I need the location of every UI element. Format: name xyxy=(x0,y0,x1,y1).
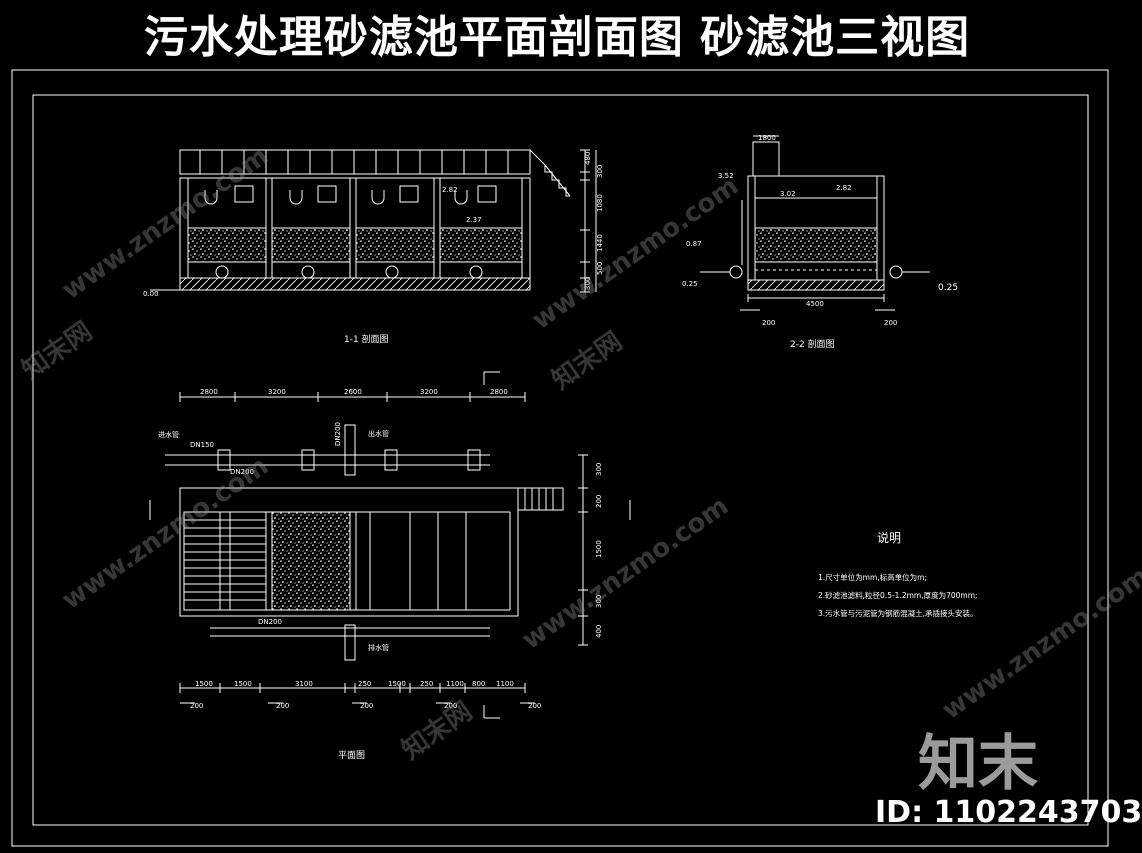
watermark-brand: 知末 xyxy=(918,729,1038,799)
plan-right-2: 1500 xyxy=(595,540,603,558)
page-title: 污水处理砂滤池平面剖面图 砂滤池三视图 xyxy=(143,12,971,63)
section-2-2 xyxy=(700,135,930,311)
tile-lines xyxy=(199,150,509,174)
s2-side-dim-0: 200 xyxy=(762,319,775,327)
plan-pipe-1: DN200 xyxy=(230,468,254,476)
watermark-site-cn-3: 知末网 xyxy=(397,696,478,765)
plan-right-0: 300 xyxy=(595,463,603,476)
plan-sub-0: 200 xyxy=(190,702,203,710)
s1-dim-5: 300 xyxy=(584,277,592,290)
plan-note-1: 出水管 xyxy=(368,429,389,438)
watermark-site-2: www.znzmo.com xyxy=(527,171,744,336)
s1-dim-4: 500 xyxy=(596,262,604,275)
plan-top-dim-0: 2800 xyxy=(200,388,218,396)
plan-bot-dim-7: 800 xyxy=(472,680,485,688)
under-drain-lines xyxy=(184,512,266,610)
outer-frame xyxy=(11,69,1109,847)
watermark-site-5: www.znzmo.com xyxy=(937,561,1142,726)
s1-dim-2: 1080 xyxy=(596,194,604,212)
notes-heading: 说明 xyxy=(877,530,901,545)
plan-bot-dim-5: 250 xyxy=(420,680,433,688)
notes-item-2: 3.污水管与污泥管为钢筋混凝土,承插接头安装。 xyxy=(818,608,978,618)
plan-label: 平面图 xyxy=(338,750,365,761)
plan-top-dim-3: 3200 xyxy=(420,388,438,396)
notes-item-1: 2.砂滤池滤料,粒径0.5-1.2mm,厚度为700mm; xyxy=(818,590,978,600)
notes-item-0: 1.尺寸单位为mm,标高单位为m; xyxy=(818,572,927,582)
plan-sub-2: 200 xyxy=(360,702,373,710)
plan-sub-3: 200 xyxy=(444,702,457,710)
s1-level-2: 0.00 xyxy=(143,290,159,298)
s1-dim-3: 1440 xyxy=(596,234,604,252)
plan-right-1: 200 xyxy=(595,495,603,508)
s2-width-dim: 4500 xyxy=(806,300,824,308)
plan-sub-4: 200 xyxy=(528,702,541,710)
s2-level-5: 0.25 xyxy=(938,283,958,293)
section-1-1 xyxy=(150,149,597,293)
plan-bot-dim-6: 1100 xyxy=(446,680,464,688)
inner-frame xyxy=(32,94,1089,826)
s1-level-0: 2.82 xyxy=(442,186,458,194)
s2-level-0: 3.52 xyxy=(718,172,734,180)
plan-right-3: 300 xyxy=(595,595,603,608)
s2-side-dim-1: 200 xyxy=(884,319,897,327)
plan-pipe-3: DN200 xyxy=(258,618,282,626)
cad-drawing: 480 300 1080 1440 500 300 2.82 2.37 0.00… xyxy=(11,69,1142,847)
plan-top-dim-2: 2600 xyxy=(344,388,362,396)
plan-pipe-2: DN200 xyxy=(334,422,342,446)
s2-level-2: 2.82 xyxy=(836,184,852,192)
watermark-site-cn-1: 知末网 xyxy=(17,316,98,385)
s2-level-3: 0.87 xyxy=(686,240,702,248)
watermark-site-cn-2: 知末网 xyxy=(547,326,628,395)
s2-level-1: 3.02 xyxy=(780,190,796,198)
plan-bot-dim-4: 1500 xyxy=(388,680,406,688)
s1-level-1: 2.37 xyxy=(466,216,482,224)
plan-sub-1: 200 xyxy=(276,702,289,710)
plan-bot-dim-8: 1100 xyxy=(496,680,514,688)
plan-view xyxy=(149,371,631,719)
section2-label: 2-2 剖面图 xyxy=(790,338,835,350)
plan-note-0: 进水管 xyxy=(158,430,179,439)
plan-bot-dim-1: 1500 xyxy=(234,680,252,688)
s2-top-dim: 1800 xyxy=(758,134,776,142)
s1-dim-1: 300 xyxy=(596,165,604,178)
section1-label: 1-1 剖面图 xyxy=(344,333,389,345)
plan-top-dim-4: 2800 xyxy=(490,388,508,396)
s2-level-4: 0.25 xyxy=(682,280,698,288)
plan-top-dim-1: 3200 xyxy=(268,388,286,396)
s1-dim-0: 480 xyxy=(584,152,592,165)
watermark-site-3: www.znzmo.com xyxy=(517,491,734,656)
plan-right-4: 400 xyxy=(595,625,603,638)
plan-bot-dim-0: 1500 xyxy=(195,680,213,688)
watermark-id: ID: 1102243703 xyxy=(875,795,1142,830)
plan-pipe-0: DN150 xyxy=(190,441,214,449)
plan-bot-dim-3: 250 xyxy=(358,680,371,688)
plan-bot-dim-2: 3100 xyxy=(295,680,313,688)
plan-note-2: 排水管 xyxy=(368,643,389,652)
watermark-site-4: www.znzmo.com xyxy=(57,451,274,616)
